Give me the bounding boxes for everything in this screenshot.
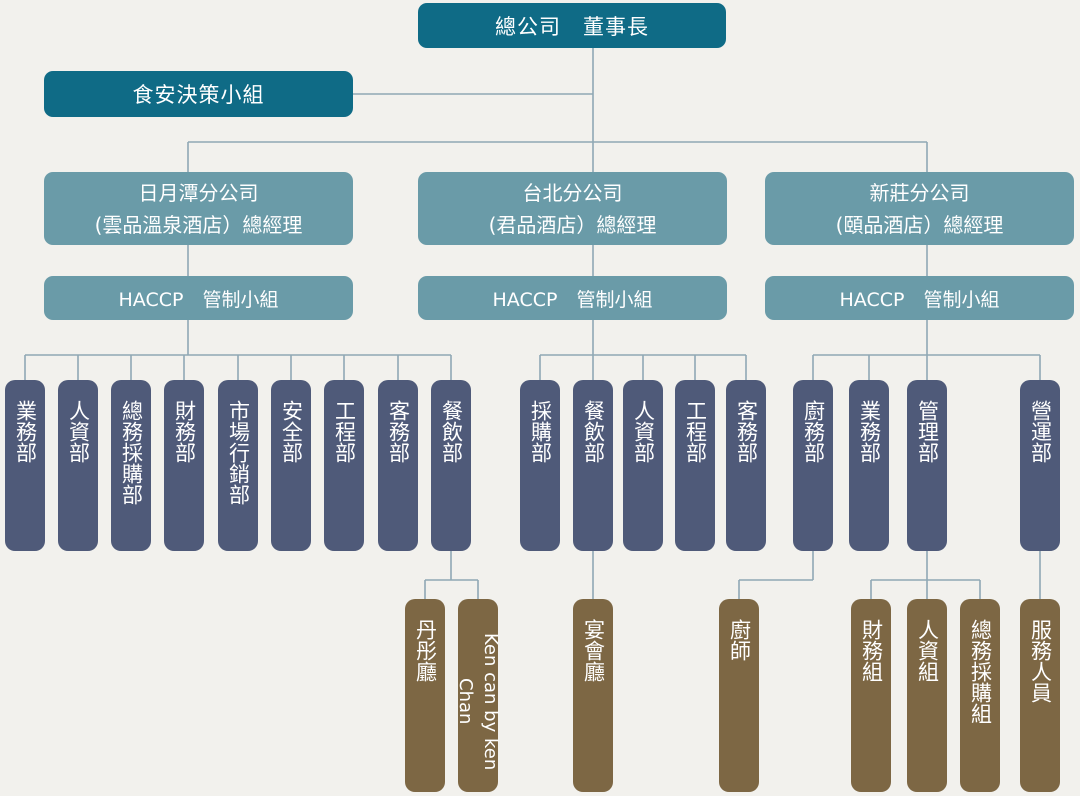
dept-label: 管理部: [915, 400, 940, 463]
unit-label: Ken can by ken Chan: [455, 632, 501, 771]
unit-label: 人資組: [915, 619, 940, 682]
chairman-node: 總公司 董事長: [418, 3, 726, 48]
dept-node: 營運部: [1020, 380, 1060, 551]
haccp-team-taipei: HACCP 管制小組: [418, 276, 727, 320]
dept-label: 餐飲部: [581, 400, 606, 463]
unit-node: 丹彤廳: [405, 599, 445, 792]
dept-label: 客務部: [386, 400, 411, 463]
dept-label: 廚務部: [801, 400, 826, 463]
unit-node: 總務採購組: [960, 599, 1000, 792]
dept-label: 市場行銷部: [226, 400, 251, 505]
branch-name: 台北分公司: [522, 180, 623, 205]
dept-node: 業務部: [5, 380, 45, 551]
dept-node: 工程部: [675, 380, 715, 551]
branch-sun-moon-lake: 日月潭分公司 (雲品溫泉酒店）總經理: [44, 172, 353, 245]
dept-node: 總務採購部: [111, 380, 151, 551]
dept-label: 人資部: [66, 400, 91, 463]
dept-label: 工程部: [332, 400, 357, 463]
branch-manager: (雲品溫泉酒店）總經理: [94, 212, 303, 237]
unit-label: 服務人員: [1028, 619, 1053, 703]
haccp-label: HACCP 管制小組: [492, 288, 653, 311]
dept-label: 採購部: [528, 400, 553, 463]
unit-node: 服務人員: [1020, 599, 1060, 792]
branch-manager: (君品酒店）總經理: [488, 212, 657, 237]
dept-node: 人資部: [623, 380, 663, 551]
unit-node: 財務組: [851, 599, 891, 792]
chairman-label: 總公司 董事長: [495, 14, 649, 39]
food-safety-team-label: 食安決策小組: [132, 83, 265, 107]
unit-node: 人資組: [907, 599, 947, 792]
branch-taipei: 台北分公司 (君品酒店）總經理: [418, 172, 727, 245]
branch-manager: (頤品酒店）總經理: [835, 212, 1004, 237]
dept-node: 餐飲部: [431, 380, 471, 551]
dept-label: 總務採購部: [119, 400, 144, 505]
unit-label: 廚師: [727, 619, 752, 661]
dept-node: 客務部: [726, 380, 766, 551]
haccp-team-xinzhuang: HACCP 管制小組: [765, 276, 1074, 320]
dept-label: 財務部: [172, 400, 197, 463]
haccp-team-sun-moon-lake: HACCP 管制小組: [44, 276, 353, 320]
branch-name: 新莊分公司: [869, 180, 970, 205]
dept-label: 安全部: [279, 400, 304, 463]
dept-label: 餐飲部: [439, 400, 464, 463]
dept-node: 財務部: [164, 380, 204, 551]
dept-node: 採購部: [520, 380, 560, 551]
dept-node: 廚務部: [793, 380, 833, 551]
dept-node: 工程部: [324, 380, 364, 551]
dept-label: 工程部: [683, 400, 708, 463]
unit-label: 宴會廳: [581, 619, 606, 682]
unit-node: 宴會廳: [573, 599, 613, 792]
dept-node: 人資部: [58, 380, 98, 551]
dept-label: 客務部: [734, 400, 759, 463]
food-safety-team-node: 食安決策小組: [44, 71, 353, 117]
unit-node: Ken can by ken Chan: [455, 599, 501, 792]
dept-node: 業務部: [849, 380, 889, 551]
unit-label: 財務組: [859, 619, 884, 682]
dept-node: 客務部: [378, 380, 418, 551]
haccp-label: HACCP 管制小組: [118, 288, 279, 311]
dept-node: 管理部: [907, 380, 947, 551]
unit-label: 總務採購組: [968, 619, 993, 724]
dept-node: 安全部: [271, 380, 311, 551]
branch-xinzhuang: 新莊分公司 (頤品酒店）總經理: [765, 172, 1074, 245]
dept-label: 業務部: [857, 400, 882, 463]
dept-node: 市場行銷部: [218, 380, 258, 551]
dept-label: 人資部: [631, 400, 656, 463]
unit-label: 丹彤廳: [413, 619, 438, 682]
dept-node: 餐飲部: [573, 380, 613, 551]
dept-label: 業務部: [13, 400, 38, 463]
dept-label: 營運部: [1028, 400, 1053, 463]
unit-node: 廚師: [719, 599, 759, 792]
haccp-label: HACCP 管制小組: [839, 288, 1000, 311]
branch-name: 日月潭分公司: [138, 180, 259, 205]
